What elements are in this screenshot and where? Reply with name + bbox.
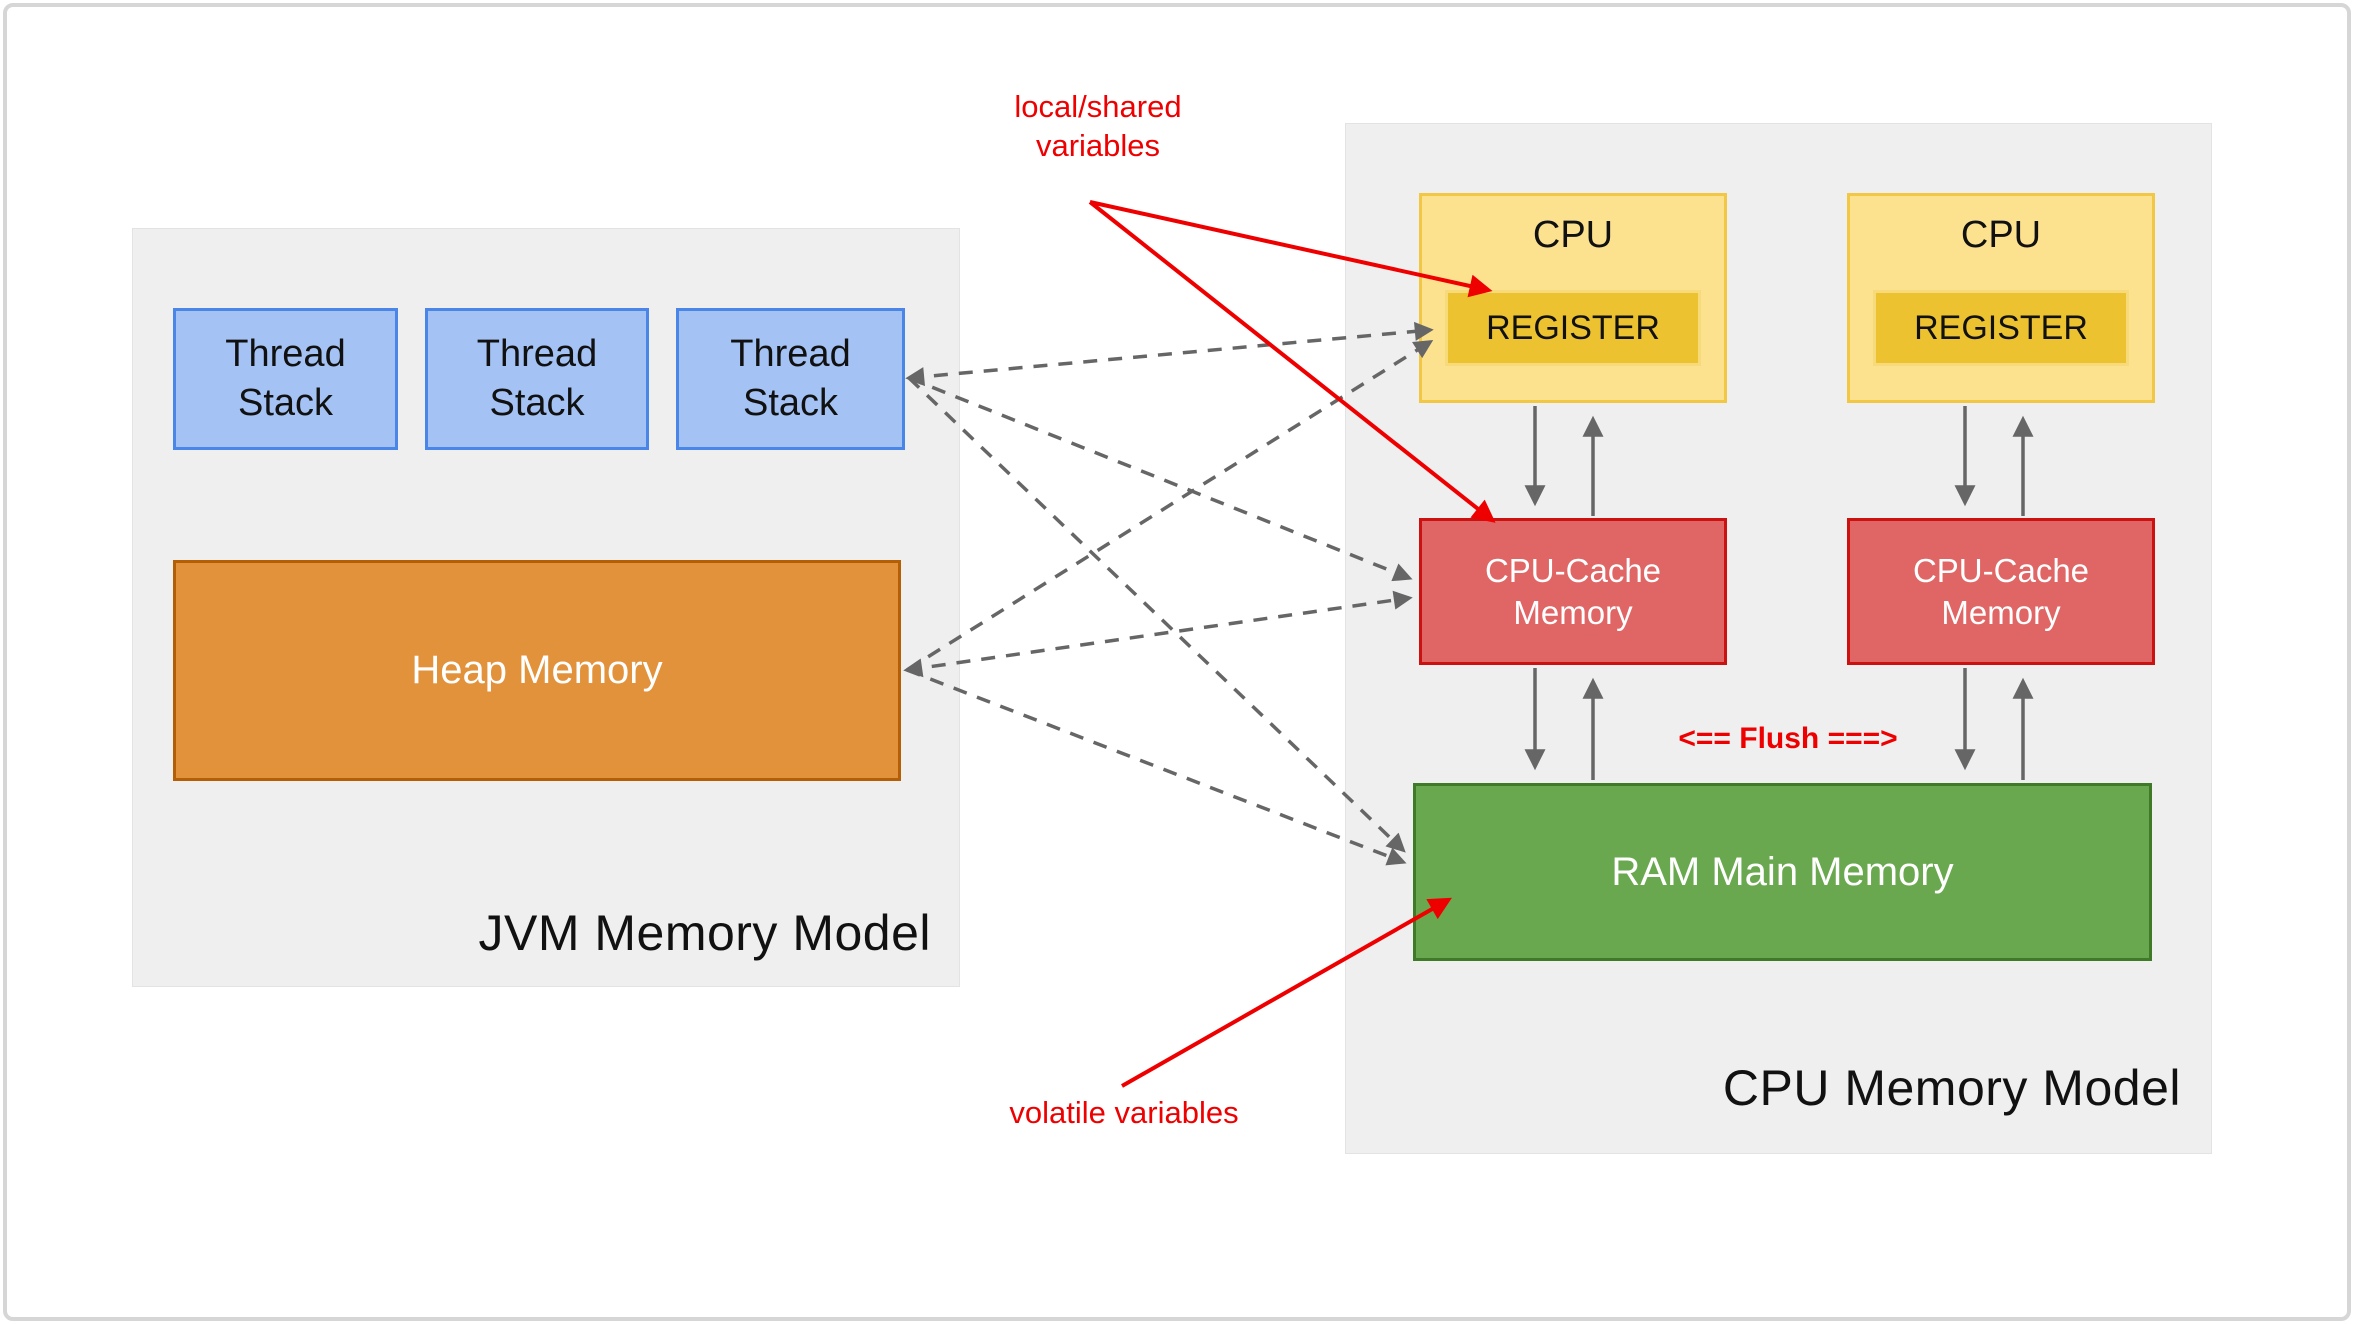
flush-label: <== Flush ===> <box>1678 722 1898 755</box>
register-label: REGISTER <box>1486 308 1660 347</box>
cpu-box: CPU REGISTER <box>1419 193 1727 403</box>
register-label: REGISTER <box>1914 308 2088 347</box>
cpu-label: CPU <box>1960 214 2042 256</box>
cpu-cache-label: CPU-Cache Memory <box>1912 552 2090 631</box>
cpu-cache-label: CPU-Cache Memory <box>1484 552 1662 631</box>
cpu-label: CPU <box>1532 214 1614 256</box>
cpu-box: CPU REGISTER <box>1847 193 2155 403</box>
thread-stack-box: Thread Stack <box>173 308 398 450</box>
local-shared-variables-label: local/shared variables <box>1014 89 1182 163</box>
thread-stack-label: Thread Stack <box>225 333 346 424</box>
jvm-panel-title: JVM Memory Model <box>478 905 931 961</box>
register-box: REGISTER <box>1873 290 2129 366</box>
register-box: REGISTER <box>1445 290 1701 366</box>
page-frame <box>3 3 2351 1321</box>
ram-main-memory-box: RAM Main Memory <box>1413 783 2152 961</box>
thread-stack-label: Thread Stack <box>476 333 598 424</box>
thread-stack-box: Thread Stack <box>425 308 649 450</box>
cpu-cache-box: CPU-Cache Memory <box>1419 518 1727 665</box>
thread-stack-box: Thread Stack <box>676 308 905 450</box>
cpu-cache-box: CPU-Cache Memory <box>1847 518 2155 665</box>
volatile-variables-label: volatile variables <box>1009 1095 1239 1130</box>
ram-main-memory-label: RAM Main Memory <box>1611 849 1954 894</box>
heap-memory-label: Heap Memory <box>411 648 663 692</box>
thread-stack-label: Thread Stack <box>730 333 851 424</box>
cpu-panel-title: CPU Memory Model <box>1722 1060 2181 1116</box>
heap-memory-box: Heap Memory <box>173 560 901 781</box>
